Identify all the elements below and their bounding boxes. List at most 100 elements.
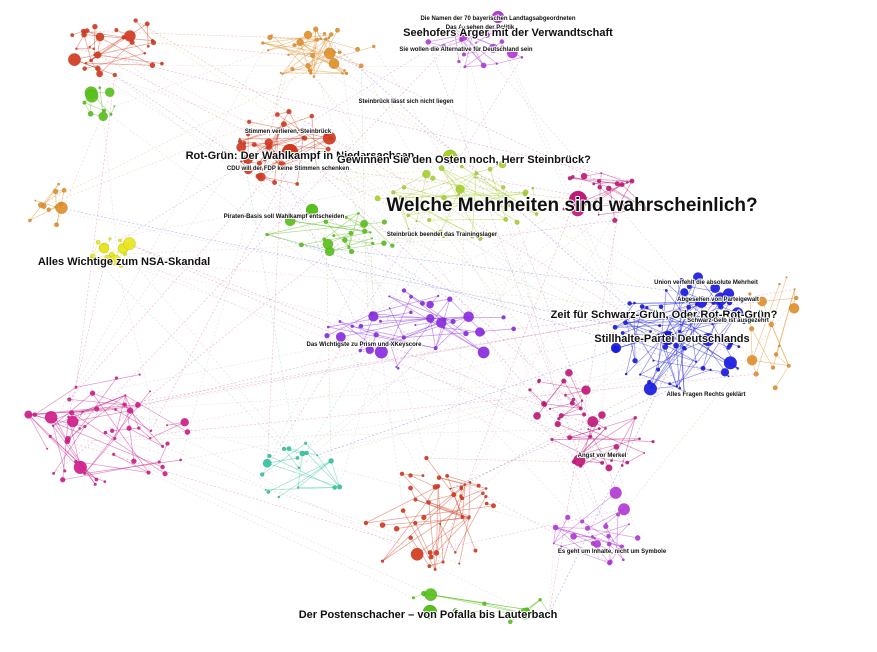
edge-pink-lowright (569, 437, 654, 442)
edge-orange-left (288, 111, 300, 131)
edge-purple-center (328, 326, 436, 349)
node-teal-low (296, 486, 300, 489)
node-purple-center (401, 335, 407, 340)
edge-green-bottom (430, 594, 534, 616)
edge-layer (28, 20, 797, 623)
edge-inter-cluster (68, 238, 111, 418)
node-green-mid (381, 219, 388, 225)
edge-teal-low (278, 460, 332, 498)
edge-orange-top (294, 44, 347, 74)
node-orange-farleft (55, 201, 68, 214)
node-green-left (87, 110, 94, 117)
node-lime-center (430, 175, 436, 181)
node-magenta-top (459, 32, 468, 41)
edge-violet-bottom (561, 537, 595, 547)
node-red-bottom (436, 475, 442, 481)
edge-green-mid (323, 213, 359, 240)
edge-green-mid (344, 239, 373, 244)
edge-pink-lowright (588, 428, 645, 454)
node-red-bottom (408, 473, 413, 478)
edge-inter-cluster (119, 240, 600, 429)
edge-magenta-left (72, 410, 131, 422)
node-pink-lowright (609, 459, 614, 463)
label-layer: Die Namen der 70 bayerischen Landtagsabg… (37, 15, 779, 622)
edge-inter-cluster (267, 368, 704, 464)
edge-pink-center (609, 187, 616, 221)
node-red-midright (571, 397, 576, 402)
node-purple-center (389, 343, 392, 346)
edge-red-bottom (436, 486, 439, 553)
edge-green-mid (329, 238, 373, 252)
node-blue-right (710, 283, 721, 294)
node-red-top (143, 51, 147, 55)
edge-inter-cluster (114, 373, 757, 439)
edge-red-bottom (447, 475, 479, 487)
node-purple-center (450, 318, 456, 325)
node-lime-center (526, 206, 531, 211)
node-lime-center (503, 216, 509, 222)
node-blue-right (700, 365, 706, 371)
node-pink-center (625, 180, 629, 184)
edge-lime-center (441, 167, 461, 190)
edge-inter-cluster (119, 240, 628, 463)
edge-red-bottom (402, 510, 436, 570)
node-magenta-left (59, 477, 66, 483)
node-blue-right (726, 299, 733, 306)
node-magenta-left (66, 415, 79, 428)
edge-magenta-top (463, 47, 494, 55)
edge-blue-right (658, 306, 721, 335)
node-lime-center (406, 213, 411, 218)
node-red-bottom (453, 550, 457, 554)
node-blue-right (649, 329, 653, 333)
node-red-bottom (458, 562, 461, 565)
edge-purple-center (435, 316, 469, 349)
node-green-bottom (424, 588, 438, 602)
node-blue-right (737, 318, 743, 323)
node-red-top (96, 70, 104, 78)
edge-blue-right (702, 299, 721, 369)
edge-inter-cluster (180, 354, 777, 461)
edge-magenta-top (454, 29, 460, 62)
edge-blue-right (639, 348, 686, 375)
node-lime-center (407, 227, 410, 230)
node-red-bottom (484, 487, 488, 490)
edge-red-bottom (427, 501, 470, 517)
edge-inter-cluster (71, 371, 725, 414)
node-green-left (85, 89, 99, 103)
edge-blue-right (613, 333, 697, 363)
node-red-bottom (484, 494, 488, 499)
node-purple-center (358, 348, 363, 353)
node-blue-right (655, 367, 661, 372)
edge-purple-center (340, 318, 431, 338)
node-purple-center (358, 323, 364, 329)
edge-red-bottom (429, 561, 444, 567)
node-magenta-left (32, 412, 38, 417)
edge-inter-cluster (340, 336, 424, 476)
edge-magenta-left (55, 412, 72, 420)
edge-green-left (110, 106, 115, 115)
node-purple-center (425, 313, 435, 323)
node-magenta-top (499, 45, 506, 51)
node-blue-right (727, 342, 733, 348)
edge-orange-top (269, 37, 318, 40)
node-blue-right (678, 386, 682, 390)
node-red-midright (558, 413, 564, 419)
edge-blue-right (625, 306, 643, 375)
node-orange-farleft (57, 182, 61, 186)
node-magenta-top (449, 46, 453, 50)
edge-magenta-top (428, 41, 452, 49)
node-green-mid (362, 228, 368, 234)
edge-orange-right (751, 283, 780, 361)
edge-violet-bottom (587, 508, 625, 529)
node-blue-right (680, 288, 689, 297)
node-label: Schwarz-Gelb ist ausgezehrt (687, 318, 769, 324)
node-red-midright (581, 412, 587, 417)
node-orange-left (243, 161, 246, 164)
node-orange-right (793, 295, 799, 301)
edge-inter-cluster (316, 168, 593, 422)
node-teal-low (266, 489, 271, 494)
node-blue-right (692, 272, 704, 283)
node-magenta-left (149, 429, 153, 433)
edge-magenta-left (53, 426, 86, 474)
